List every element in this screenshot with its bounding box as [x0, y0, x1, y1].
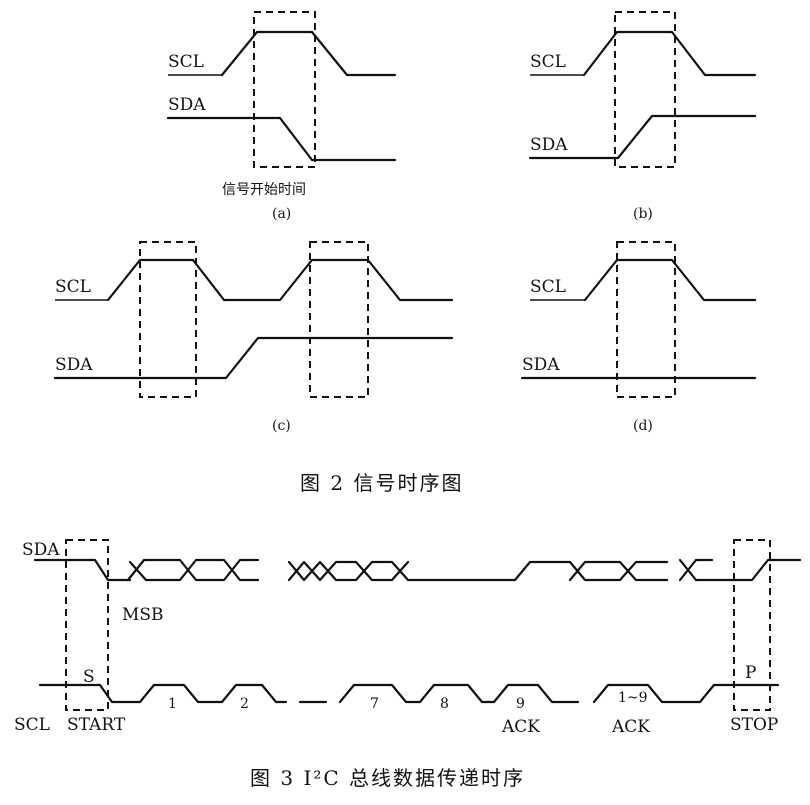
dashed-window: [616, 241, 676, 398]
sda-data-segment: [287, 560, 572, 582]
start-time-note: 信号开始时间: [222, 182, 306, 198]
dashed-window-1: [139, 241, 197, 398]
sda-ack-bottom: [568, 560, 669, 582]
diagram-a: SCL SDA 信号开始时间 (a): [166, 11, 397, 222]
diagram-b: SCL SDA (b): [528, 11, 757, 222]
sda-label: SDA: [522, 355, 560, 375]
diagram-label-d: (d): [633, 418, 653, 434]
pulse-label-1-9: 1~9: [618, 690, 648, 706]
pulse-label-9: 9: [516, 696, 525, 712]
sda-stop-edge: [694, 558, 802, 582]
start-label: START: [67, 715, 126, 735]
sda-data-bottom: [126, 558, 260, 582]
ack-label-1: ACK: [501, 717, 540, 737]
sda-data-segment-2: [287, 560, 410, 582]
pulse-label-8: 8: [440, 696, 449, 712]
figure-2-caption: 图 2 信号时序图: [300, 471, 463, 495]
diagram-label-c: (c): [272, 418, 291, 434]
start-s-label: S: [83, 667, 95, 687]
figure-3-caption: 图 3 I²C 总线数据传递时序: [250, 766, 525, 790]
stop-p-label: P: [745, 663, 756, 683]
sda-waveform: [528, 114, 757, 160]
scl-waveform: [106, 258, 454, 302]
dashed-window: [253, 11, 316, 168]
scl-label: SCL: [14, 715, 50, 735]
diagram-label-a: (a): [272, 206, 291, 222]
dashed-window: [614, 11, 676, 168]
sda-label: SDA: [530, 135, 568, 155]
sda-waveform: [166, 116, 397, 162]
sda-ack-top: [568, 560, 669, 582]
scl-clock-segment-2: [338, 683, 580, 704]
stop-label: STOP: [730, 715, 778, 735]
sda-start-edge: [33, 558, 132, 582]
scl-label: SCL: [168, 52, 204, 72]
dashed-window-2: [309, 241, 369, 398]
ack-label-2: ACK: [611, 717, 650, 737]
sda-label: SDA: [55, 355, 93, 375]
scl-waveform: [583, 258, 757, 302]
sda-cross: [678, 558, 698, 582]
scl-label: SCL: [55, 277, 91, 297]
diagram-label-b: (b): [633, 206, 653, 222]
msb-label: MSB: [122, 605, 164, 625]
sda-label: SDA: [168, 95, 206, 115]
sda-waveform: [53, 336, 454, 380]
scl-waveform: [220, 30, 397, 77]
scl-clock-segment-3: [592, 683, 780, 704]
diagram-d: SCL SDA (d): [520, 241, 757, 434]
scl-label: SCL: [530, 52, 566, 72]
stop-window: [733, 539, 771, 711]
scl-waveform: [582, 30, 757, 77]
pulse-label-2: 2: [240, 696, 249, 712]
start-window: [65, 539, 109, 711]
sda-label: SDA: [22, 540, 60, 560]
diagram-i2c-transfer: SDA SCL MSB S START P STOP 1 2 7 8 9 1~9…: [14, 539, 802, 737]
pulse-label-1: 1: [168, 696, 177, 712]
scl-clock-segment-1: [38, 683, 288, 704]
pulse-label-7: 7: [370, 696, 379, 712]
diagram-c: SCL SDA (c): [53, 241, 454, 434]
scl-label: SCL: [530, 277, 566, 297]
